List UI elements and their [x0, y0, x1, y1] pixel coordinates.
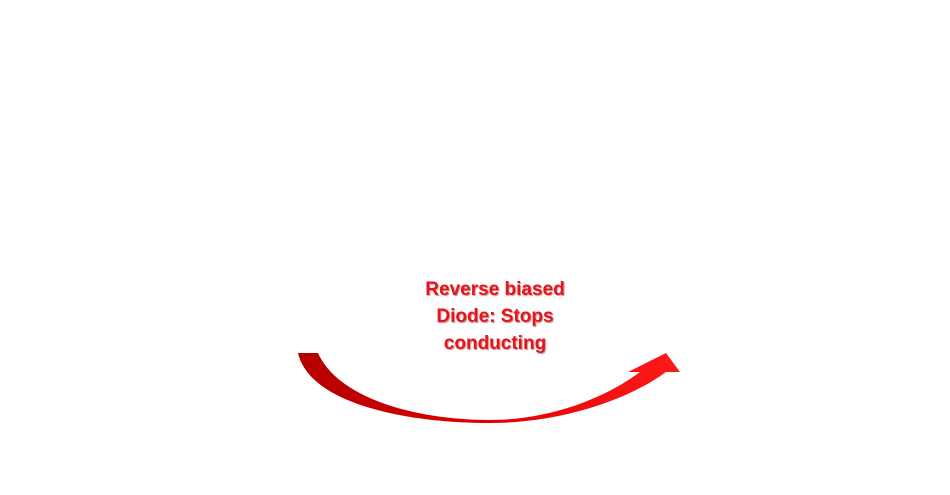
diagram-caption: Reverse biased Diode: Stops conducting [395, 276, 595, 357]
caption-line-2: Diode: Stops [436, 306, 554, 327]
caption-line-3: conducting [443, 333, 547, 354]
curved-arrow-body [298, 353, 680, 423]
caption-line-1: Reverse biased [425, 279, 565, 300]
